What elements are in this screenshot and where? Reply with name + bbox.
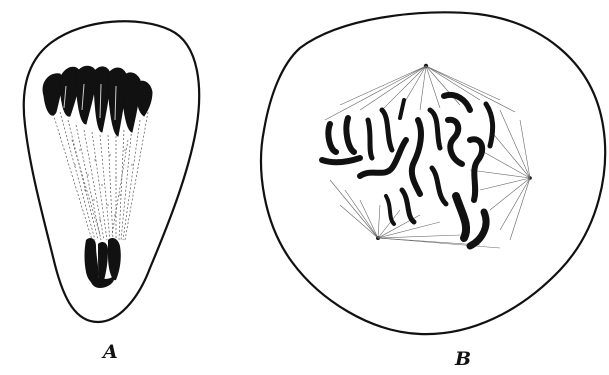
panel-b-cell <box>261 12 605 334</box>
panel-a-cell-membrane <box>24 21 199 322</box>
panel-a-upper-chromosomes <box>43 66 152 136</box>
panel-a-label: A <box>103 343 118 362</box>
panel-a-cell <box>24 21 199 322</box>
panel-b-label: B <box>455 350 471 369</box>
panel-a-lower-chromosomes <box>85 238 121 288</box>
panel-b-chromosomes <box>322 95 493 246</box>
